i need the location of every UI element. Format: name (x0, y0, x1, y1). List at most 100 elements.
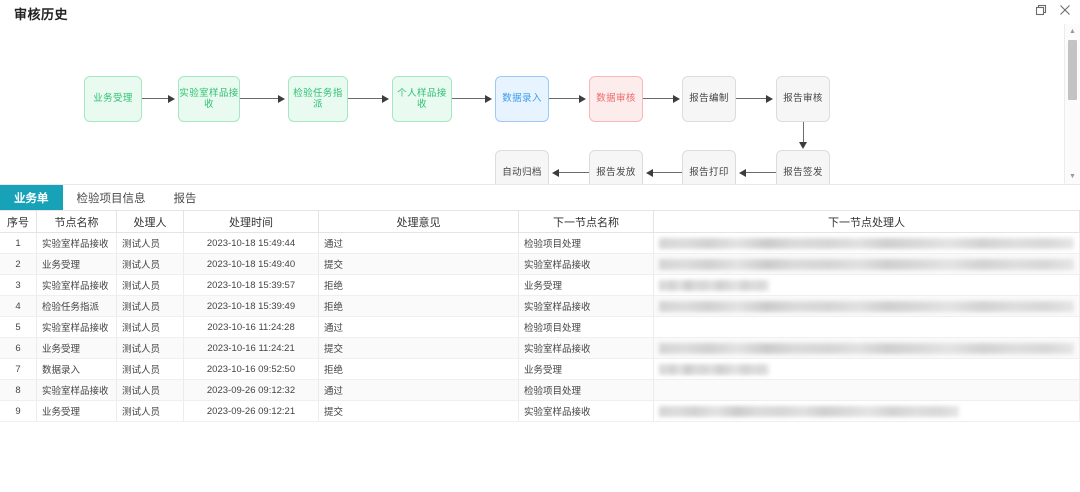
cell-opinion: 通过 (318, 232, 519, 254)
cell-handler: 测试人员 (116, 295, 184, 317)
cell-opinion: 通过 (318, 379, 519, 401)
cell-next-node: 实验室样品接收 (518, 253, 654, 275)
scroll-up-icon[interactable]: ▲ (1069, 28, 1076, 35)
edge-n4-n5 (452, 98, 487, 99)
flow-node-task-assign[interactable]: 检验任务指派 (288, 76, 348, 122)
cell-node-name: 检验任务指派 (36, 295, 117, 317)
edge-n7-n8 (736, 98, 768, 99)
scroll-down-icon[interactable]: ▼ (1069, 173, 1076, 180)
redacted-content (659, 254, 1074, 274)
flow-node-label: 个人样品接收 (397, 87, 447, 110)
cell-seq: 3 (0, 274, 37, 296)
scrollbar-thumb[interactable] (1068, 40, 1077, 100)
cell-opinion: 提交 (318, 253, 519, 275)
flow-node-personal-sample-receive[interactable]: 个人样品接收 (392, 76, 452, 122)
cell-time: 2023-09-26 09:12:32 (183, 379, 319, 401)
cell-handler: 测试人员 (116, 232, 184, 254)
flow-node-report-draft[interactable]: 报告编制 (682, 76, 736, 122)
column-header-node-name[interactable]: 节点名称 (36, 211, 117, 233)
flow-node-label: 报告审核 (783, 93, 823, 105)
cell-handler: 测试人员 (116, 253, 184, 275)
cell-seq: 8 (0, 379, 37, 401)
window-controls (1034, 3, 1072, 17)
cell-seq: 5 (0, 316, 37, 338)
redaction-bar (659, 279, 769, 291)
cell-seq: 2 (0, 253, 37, 275)
tab-business-order[interactable]: 业务单 (0, 185, 63, 211)
tab-inspection-item-info[interactable]: 检验项目信息 (76, 193, 146, 205)
cell-next-handler (653, 400, 1080, 422)
column-header-next-handler[interactable]: 下一节点处理人 (653, 211, 1080, 233)
flow-node-business-acceptance[interactable]: 业务受理 (84, 76, 142, 122)
edge-n10-n11 (653, 172, 682, 173)
cell-next-node: 业务受理 (518, 358, 654, 380)
column-header-time[interactable]: 处理时间 (183, 211, 319, 233)
cell-handler: 测试人员 (116, 274, 184, 296)
redacted-content (659, 359, 1074, 379)
flow-node-label: 自动归档 (502, 167, 542, 179)
cell-next-handler (653, 316, 1080, 338)
tab-bar: 业务单 检验项目信息 报告 (0, 184, 1080, 211)
flow-node-label: 报告编制 (689, 93, 729, 105)
flow-node-data-entry[interactable]: 数据录入 (495, 76, 549, 122)
arrowhead-n3-n4 (382, 95, 389, 103)
column-header-opinion[interactable]: 处理意见 (318, 211, 519, 233)
flow-node-report-sign[interactable]: 报告签发 (776, 150, 830, 184)
arrowhead-n6-n7 (673, 95, 680, 103)
arrowhead-n11-n12 (552, 169, 559, 177)
cell-next-handler (653, 253, 1080, 275)
cell-opinion: 提交 (318, 337, 519, 359)
cell-opinion: 通过 (318, 316, 519, 338)
arrowhead-n9-n10 (739, 169, 746, 177)
edge-n1-n2 (142, 98, 170, 99)
column-header-next-node[interactable]: 下一节点名称 (518, 211, 654, 233)
title-bar: 审核历史 (0, 0, 1080, 24)
flow-node-report-review[interactable]: 报告审核 (776, 76, 830, 122)
edge-n2-n3 (240, 98, 280, 99)
flow-node-lab-sample-receive[interactable]: 实验室样品接收 (178, 76, 240, 122)
flow-node-label: 报告打印 (689, 167, 729, 179)
cell-handler: 测试人员 (116, 316, 184, 338)
cell-node-name: 实验室样品接收 (36, 316, 117, 338)
redacted-content (659, 275, 1074, 295)
cell-time: 2023-10-18 15:49:40 (183, 253, 319, 275)
edge-n6-n7 (643, 98, 675, 99)
diagram-vertical-scrollbar[interactable]: ▲ ▼ (1064, 24, 1080, 184)
redaction-bar (659, 300, 1074, 312)
close-icon[interactable] (1058, 3, 1072, 17)
cell-node-name: 实验室样品接收 (36, 379, 117, 401)
flow-node-report-print[interactable]: 报告打印 (682, 150, 736, 184)
cell-node-name: 业务受理 (36, 253, 117, 275)
cell-seq: 6 (0, 337, 37, 359)
arrowhead-n2-n3 (278, 95, 285, 103)
redacted-content (659, 338, 1074, 358)
edge-n8-n9 (803, 122, 804, 144)
cell-time: 2023-10-18 15:39:57 (183, 274, 319, 296)
cell-next-node: 检验项目处理 (518, 232, 654, 254)
workflow-diagram-panel: 业务受理 实验室样品接收 检验任务指派 个人样品接收 数据录入 数据审核 报告编… (0, 24, 1080, 184)
column-header-seq[interactable]: 序号 (0, 211, 37, 233)
flow-node-label: 数据录入 (502, 93, 542, 105)
cell-next-handler (653, 232, 1080, 254)
flow-node-data-review[interactable]: 数据审核 (589, 76, 643, 122)
flow-node-auto-archive[interactable]: 自动归档 (495, 150, 549, 184)
restore-icon[interactable] (1034, 3, 1048, 17)
flow-node-label: 检验任务指派 (293, 87, 343, 110)
flow-node-label: 数据审核 (596, 93, 636, 105)
flow-node-report-issue[interactable]: 报告发放 (589, 150, 643, 184)
tab-report[interactable]: 报告 (173, 193, 197, 205)
redaction-bar (659, 405, 959, 417)
column-header-handler[interactable]: 处理人 (116, 211, 184, 233)
cell-handler: 测试人员 (116, 400, 184, 422)
table-header-row: 序号 节点名称 处理人 处理时间 处理意见 下一节点名称 下一节点处理人 (0, 211, 1080, 233)
